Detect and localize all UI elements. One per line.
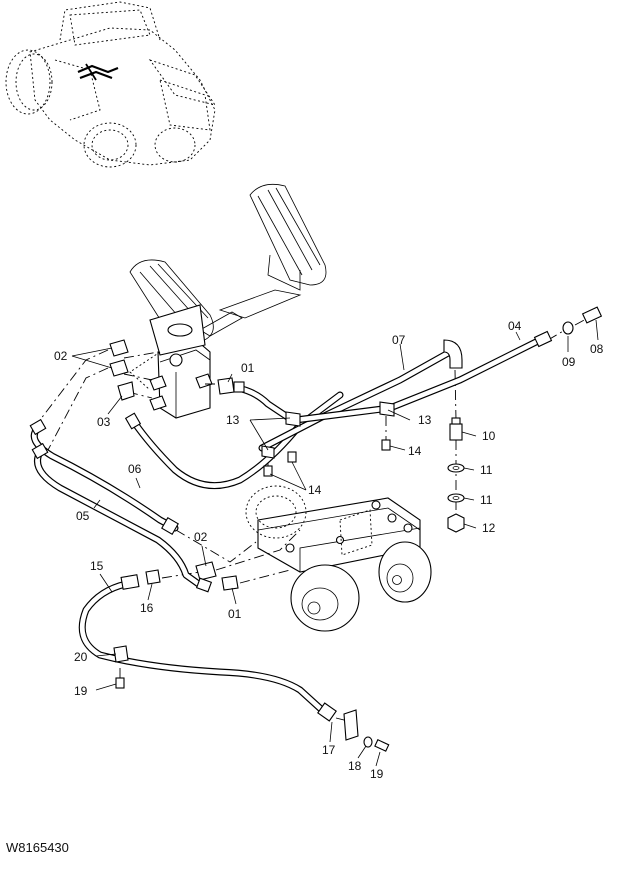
label-10: 10 bbox=[482, 429, 496, 443]
label-03: 03 bbox=[97, 415, 111, 429]
label-13-right: 13 bbox=[418, 413, 432, 427]
drawing-code: W8165430 bbox=[6, 840, 69, 855]
hose-04 bbox=[292, 336, 544, 424]
leader-lines bbox=[71, 319, 599, 767]
fittings bbox=[29, 306, 603, 752]
label-12: 12 bbox=[482, 521, 496, 535]
accumulator-manifold-assembly bbox=[245, 485, 432, 632]
label-01-lower: 01 bbox=[228, 607, 242, 621]
hose-05 bbox=[34, 448, 204, 589]
label-05: 05 bbox=[76, 509, 90, 523]
label-16: 16 bbox=[140, 601, 154, 615]
label-11-upper: 11 bbox=[480, 463, 493, 477]
brake-valve-pedal-assembly bbox=[129, 183, 327, 419]
loader-location-thumbnail bbox=[5, 1, 217, 168]
hose-03 bbox=[130, 391, 344, 490]
label-13-left: 13 bbox=[226, 413, 240, 427]
label-14-left: 14 bbox=[308, 483, 322, 497]
label-11-lower: 11 bbox=[480, 493, 493, 507]
label-18: 18 bbox=[348, 759, 362, 773]
label-04: 04 bbox=[508, 319, 522, 333]
label-20: 20 bbox=[74, 650, 88, 664]
label-01-upper: 01 bbox=[241, 361, 255, 375]
label-14-right: 14 bbox=[408, 444, 422, 458]
label-15: 15 bbox=[90, 559, 104, 573]
hose-07 bbox=[258, 348, 454, 452]
label-02-upper: 02 bbox=[54, 349, 68, 363]
label-19-left: 19 bbox=[74, 684, 88, 698]
label-07: 07 bbox=[392, 333, 406, 347]
label-02-lower: 02 bbox=[194, 530, 208, 544]
part-labels: 02 03 01 13 13 14 14 07 04 09 08 10 11 1… bbox=[54, 319, 604, 781]
hose-01-upper bbox=[234, 384, 296, 424]
hose-06 bbox=[30, 424, 179, 532]
label-19-right: 19 bbox=[370, 767, 384, 781]
label-17: 17 bbox=[322, 743, 336, 757]
label-06: 06 bbox=[128, 462, 142, 476]
label-09: 09 bbox=[562, 355, 576, 369]
label-08: 08 bbox=[590, 342, 604, 356]
